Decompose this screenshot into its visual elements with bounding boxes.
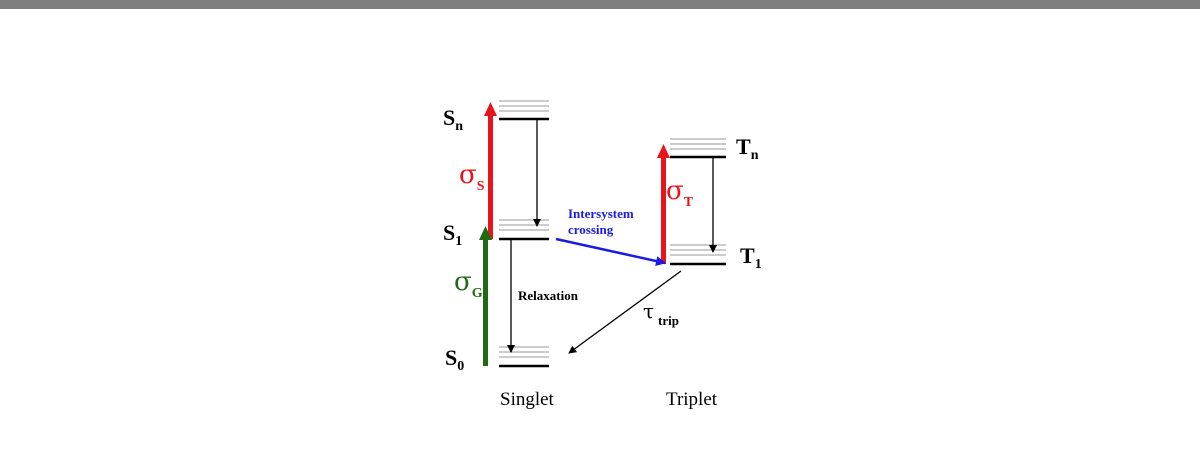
sigma-s-arrow [484,102,497,239]
sigma-g-subscript: G [472,286,483,301]
s1-level-group [499,219,549,241]
sigma-s-symbol: σ [459,160,477,190]
sigma-g-symbol: σ [454,267,472,297]
svg-text:Sn: Sn [443,105,463,134]
t1-label: T [740,243,755,268]
svg-text:σG: σG [454,267,483,301]
intersystem-crossing-arrow [555,237,666,266]
triplet-label: Triplet [666,389,718,410]
sigma-t-subscript: T [684,195,694,210]
t1-level-group [670,244,726,266]
singlet-label: Singlet [500,389,555,410]
svg-text:σT: σT [666,176,694,210]
s0-level-group [499,346,549,368]
s0-subscript: 0 [457,359,464,374]
tau-symbol: τ [643,299,654,323]
svg-text:S0: S0 [445,345,464,374]
s1-label: S [443,220,455,245]
s1-subscript: 1 [455,234,462,249]
sn-label: S [443,105,455,130]
triplet-decay-arrow [568,270,682,354]
s0-label: S [445,345,457,370]
svg-text:Tn: Tn [736,134,759,163]
tau-subscript: trip [658,313,679,328]
tn-level-group [670,138,726,159]
top-bar [0,0,1200,9]
svg-text:σS: σS [459,160,485,194]
svg-text:S1: S1 [443,220,462,249]
intersystem-label-line1: Intersystem [568,206,634,221]
t1-subscript: 1 [755,257,762,272]
intersystem-label-line2: crossing [568,222,614,237]
tn-subscript: n [751,148,759,163]
svg-text:T1: T1 [740,243,762,272]
sn-subscript: n [455,119,463,134]
tn-label: T [736,134,751,159]
sigma-t-symbol: σ [666,176,684,206]
sn-level-group [499,100,549,121]
sigma-t-arrow [657,144,670,264]
relaxation-label: Relaxation [518,288,579,303]
sigma-g-arrow [479,226,492,366]
sigma-s-subscript: S [477,179,485,194]
